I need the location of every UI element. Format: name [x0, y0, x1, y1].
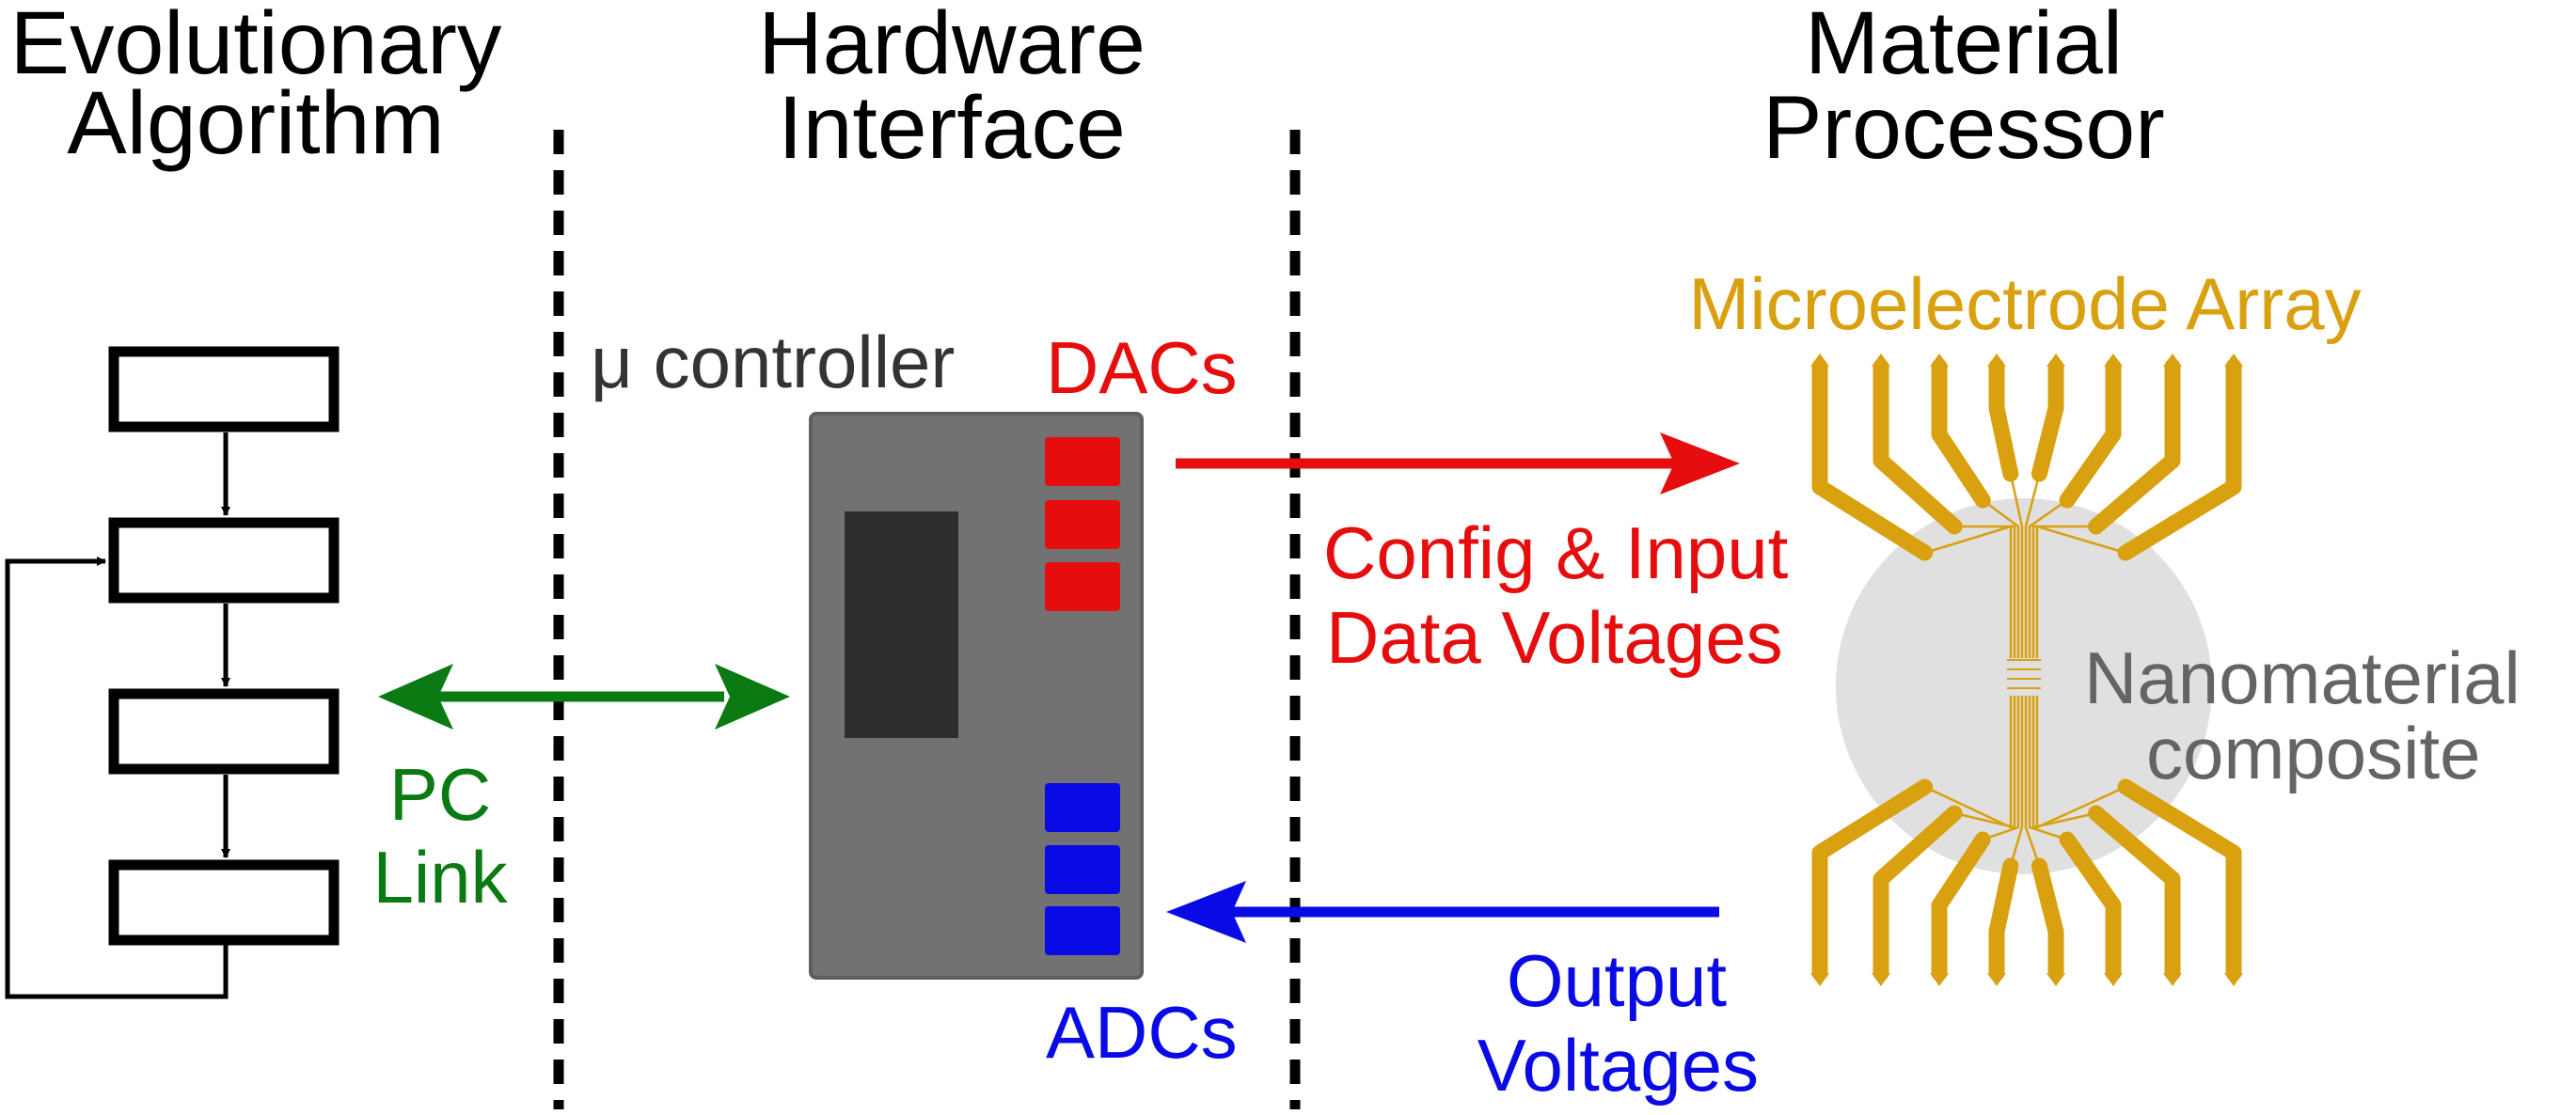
electrode-top-pad [1873, 358, 1963, 535]
electrode-top-wire [2024, 473, 2041, 658]
flowchart [5, 346, 340, 999]
header-evolutionary-line1: Evolutionary [10, 0, 502, 93]
electrode-top-tip [2163, 353, 2182, 367]
electrode-bottom-wire [1953, 696, 2016, 829]
electrode-top-wire [1954, 525, 2016, 658]
electrode-top-pad [2088, 358, 2181, 535]
electrode-bottom-tip [1810, 973, 1829, 986]
electrode-top-pad [2031, 358, 2064, 482]
flowchart-box-3 [108, 688, 340, 775]
nanomaterial-label-line2: composite [2146, 712, 2481, 794]
output-voltages-label-line2: Voltages [1478, 1024, 1759, 1107]
electrode-top-tip [2104, 353, 2123, 367]
output-voltages-arrowhead [1166, 881, 1246, 943]
feedback-loop-arrow [5, 557, 229, 999]
electrode-bottom-wire [2024, 696, 2041, 867]
microelectrode-array-label: Microelectrode Array [1688, 262, 2361, 345]
config-input-arrowhead [1660, 432, 1740, 495]
pc-link-arrowhead-left [378, 664, 453, 730]
electrode-bottom-pad [1811, 778, 1934, 982]
electrode-top-pad [2059, 358, 2122, 509]
electrode-bottom-tip [2224, 973, 2243, 986]
dac-pin-3 [1045, 562, 1120, 611]
flowchart-box-1 [108, 346, 340, 432]
electrode-top-tip [2047, 353, 2065, 367]
config-input-label-line1: Config & Input [1323, 511, 1789, 594]
electrode-top-wire [1982, 498, 2020, 658]
header-evolutionary-line2: Algorithm [67, 73, 444, 173]
dacs-label: DACs [1046, 326, 1238, 409]
electrode-top-pad [1931, 358, 1991, 509]
flowchart-box-2 [108, 517, 340, 604]
pc-link-label-line2: Link [372, 836, 508, 919]
microcontroller-chip [845, 511, 958, 738]
adcs-label: ADCs [1046, 991, 1238, 1074]
microelectrode-array [1810, 353, 2243, 986]
electrode-top-tip [1872, 353, 1890, 367]
mu-controller-label: μ controller [591, 321, 955, 403]
electrode-bottom-tip [1987, 973, 2006, 986]
electrode-top-pad [1988, 358, 2019, 482]
flowchart-box-4 [108, 859, 340, 946]
electrode-top-pad [1811, 358, 1934, 561]
header-hardware-line2: Interface [778, 78, 1126, 178]
electrode-bottom-wire [1982, 696, 2020, 841]
pc-link-label-line1: PC [389, 753, 491, 836]
adc-pin-3 [1045, 906, 1120, 955]
adc-pin-1 [1045, 783, 1120, 832]
adc-pin-2 [1045, 845, 1120, 894]
output-voltages-label-line1: Output [1507, 939, 1727, 1022]
electrode-bottom-pad [1873, 805, 1963, 982]
config-input-label-line2: Data Voltages [1326, 596, 1783, 679]
electrode-bottom-tip [1872, 973, 1890, 986]
pc-link-arrowhead-right [715, 664, 790, 730]
nanomaterial-label-line1: Nanomaterial [2084, 636, 2521, 719]
electrode-top-tip [1810, 353, 1829, 367]
microcontroller-board [809, 412, 1144, 980]
electrode-top-wire [2031, 525, 2096, 658]
dac-pin-1 [1045, 437, 1120, 486]
electrode-bottom-pad [2117, 778, 2242, 982]
header-material-line1: Material [1805, 0, 2123, 93]
electrode-top-tip [1930, 353, 1949, 367]
electrode-bottom-pad [1988, 857, 2019, 982]
electrode-bottom-pad [2059, 831, 2122, 982]
electrode-bottom-wire [2035, 696, 2126, 829]
electrode-bottom-tip [1930, 973, 1949, 986]
dac-pin-2 [1045, 500, 1120, 549]
electrode-top-wire [2009, 473, 2024, 658]
nanomaterial-blob [1836, 498, 2212, 874]
electrode-top-wire [2035, 525, 2126, 658]
electrode-bottom-wire [2031, 696, 2096, 829]
electrode-top-wire [2028, 498, 2068, 658]
electrode-bottom-pad [2031, 857, 2064, 982]
electrode-bottom-pad [1931, 831, 1991, 982]
electrode-bottom-tip [2104, 973, 2123, 986]
header-material-line2: Processor [1762, 78, 2165, 178]
electrode-top-tip [1987, 353, 2006, 367]
electrode-bottom-wire [2028, 696, 2068, 841]
electrode-bottom-pad [2088, 805, 2181, 982]
electrode-bottom-wire [2009, 696, 2024, 867]
electrode-top-pad [2117, 358, 2242, 561]
electrode-top-tip [2224, 353, 2243, 367]
header-hardware-line1: Hardware [758, 0, 1146, 93]
electrode-bottom-tip [2163, 973, 2182, 986]
electrode-bottom-tip [2047, 973, 2065, 986]
